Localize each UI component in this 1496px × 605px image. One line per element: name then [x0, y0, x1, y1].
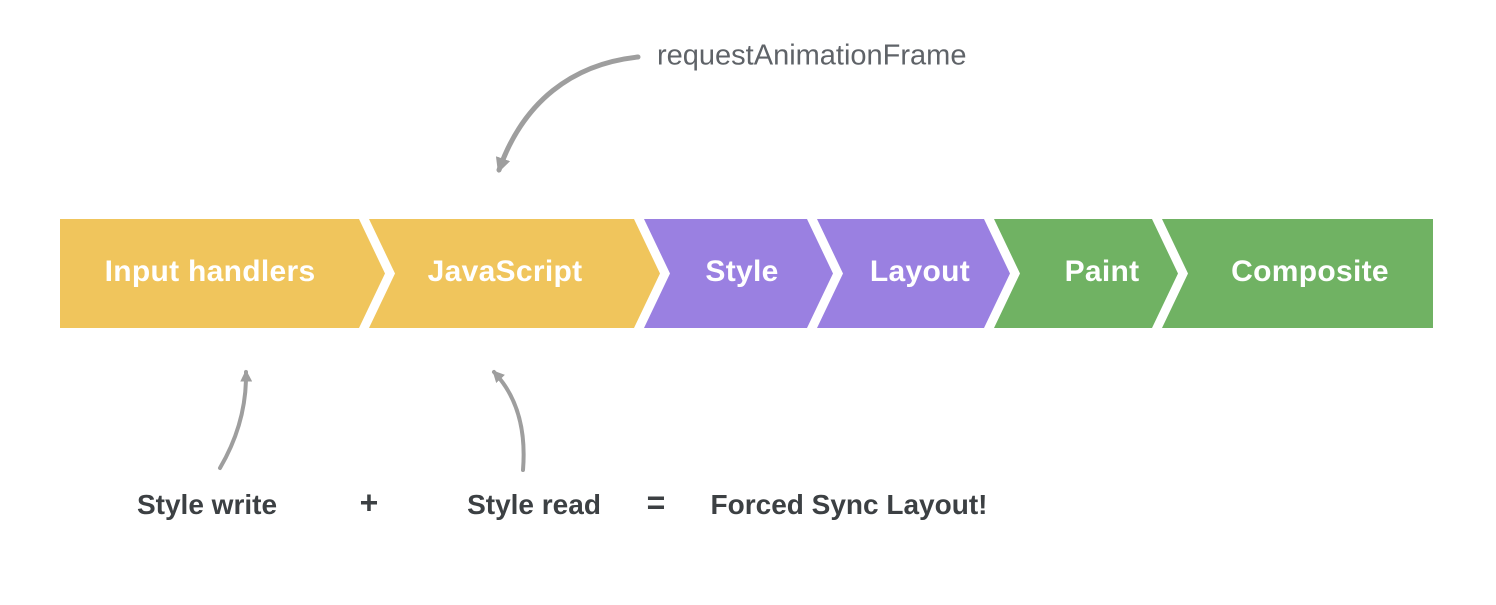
style-write-label: Style write: [136, 489, 278, 520]
equals-sign: =: [646, 484, 666, 521]
segment-shape-composite: [1162, 219, 1433, 328]
segment-label-javascript: JavaScript: [427, 255, 583, 288]
segment-shape-layout: [817, 219, 1010, 328]
segment-shape-style: [644, 219, 833, 328]
style-read-label: Style read: [467, 489, 601, 520]
segment-label-composite: Composite: [1231, 255, 1389, 288]
style-write-arrow: [218, 369, 253, 470]
raf-annotation: requestAnimationFrame: [657, 39, 967, 72]
plus-sign: +: [359, 484, 379, 521]
segment-shape-input-handlers: [60, 219, 385, 328]
forced-sync-layout-label: Forced Sync Layout!: [710, 489, 988, 520]
segment-label-style: Style: [705, 255, 779, 288]
style-read-arrow: [492, 370, 526, 472]
segment-label-paint: Paint: [1064, 255, 1140, 288]
segment-label-input-handlers: Input handlers: [104, 255, 316, 288]
raf-arrow: [495, 54, 641, 173]
segment-shape-javascript: [369, 219, 660, 328]
segment-shape-paint: [994, 219, 1178, 328]
segment-label-layout: Layout: [869, 255, 971, 288]
